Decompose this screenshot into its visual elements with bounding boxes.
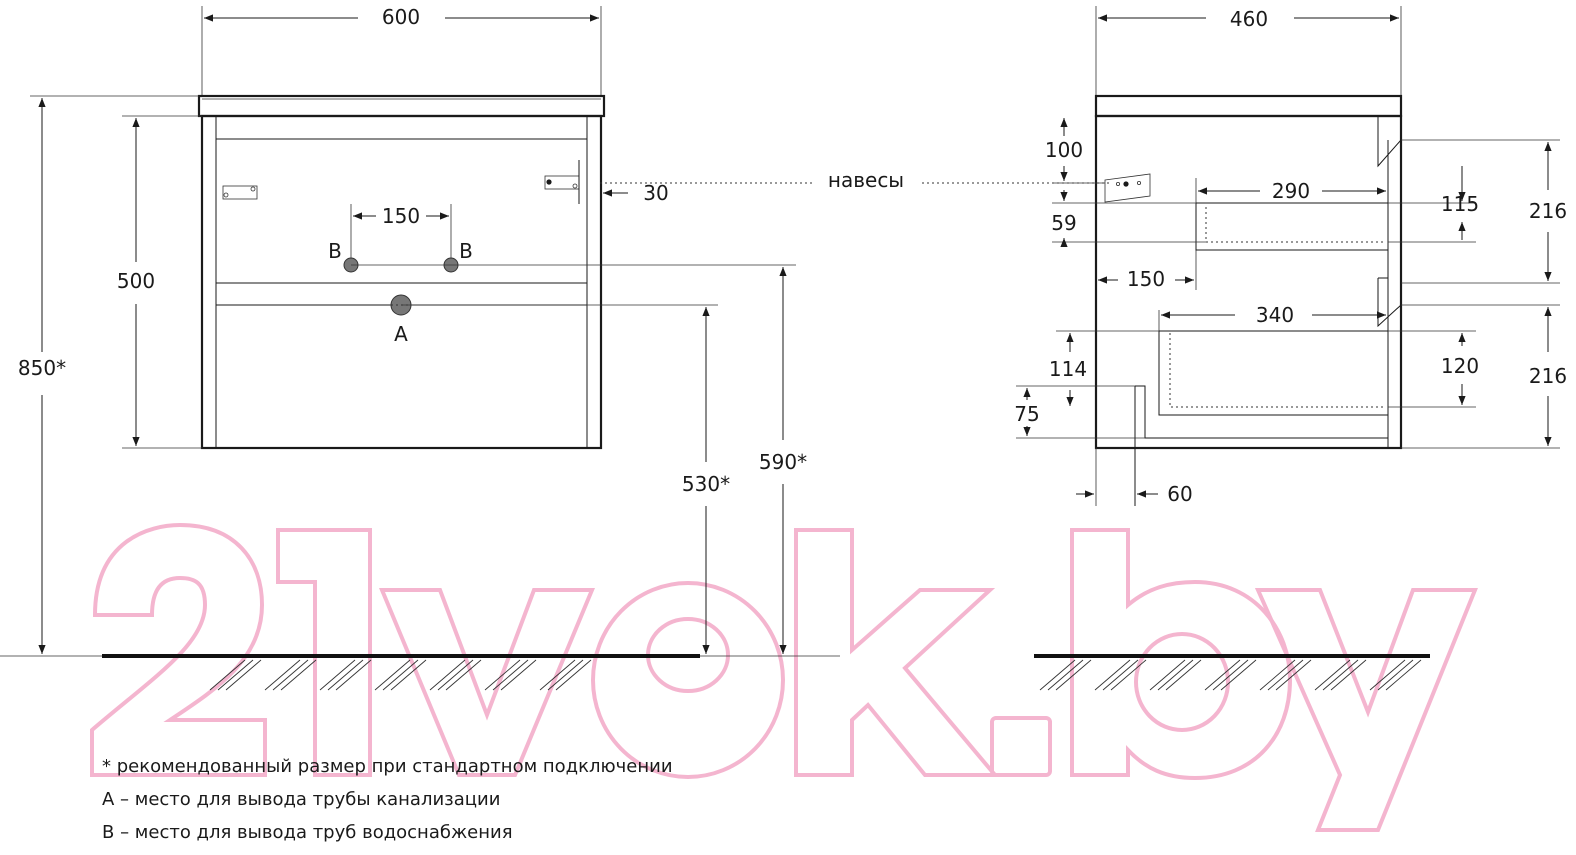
note-drain: A – место для вывода трубы канализации (102, 789, 501, 810)
floor-hatch-side (1039, 659, 1422, 691)
lower-top-dim: 114 (1049, 357, 1087, 381)
lower-drawer-height-dim: 120 (1441, 354, 1479, 378)
watermark-logo (90, 522, 1478, 832)
upper-drawer-height-dim: 115 (1441, 192, 1479, 216)
label-a: A (394, 322, 408, 346)
hanger-offset-dim: 30 (643, 181, 668, 205)
hanger-side (1104, 173, 1151, 203)
hanger-top-dim: 100 (1045, 138, 1083, 162)
label-b-right: B (459, 239, 473, 263)
hangers-label: навесы (828, 168, 904, 192)
side-view: 460 100 290 115 (1014, 6, 1567, 691)
notes: * рекомендованный размер при стандартном… (102, 756, 673, 855)
note-water: B – место для вывода труб водоснабжения (102, 822, 513, 843)
front-view: 600 850* 500 (0, 5, 840, 691)
width-dim: 600 (382, 5, 420, 29)
depth-dim: 460 (1230, 7, 1268, 31)
note-recommended: * рекомендованный размер при стандартном… (102, 756, 673, 777)
height-body-dim: 500 (117, 269, 155, 293)
drain-height-dim: 530* (682, 472, 730, 496)
label-b-left: B (328, 239, 342, 263)
back-offset-dim: 150 (1127, 267, 1165, 291)
upper-offset-dim: 59 (1051, 211, 1076, 235)
water-height-dim: 590* (759, 450, 807, 474)
bottom-gap-dim: 75 (1014, 402, 1039, 426)
height-total-dim: 850* (18, 356, 66, 380)
back-gap-dim: 60 (1167, 482, 1192, 506)
floor-hatch-front (209, 659, 592, 691)
lower-drawer-depth-dim: 340 (1256, 303, 1294, 327)
pipe-spacing-dim: 150 (382, 204, 420, 228)
hanger-left (222, 185, 258, 200)
lower-front-dim: 216 (1529, 364, 1567, 388)
upper-front-dim: 216 (1529, 199, 1567, 223)
hanger-right (544, 160, 580, 204)
upper-drawer-depth-dim: 290 (1272, 179, 1310, 203)
